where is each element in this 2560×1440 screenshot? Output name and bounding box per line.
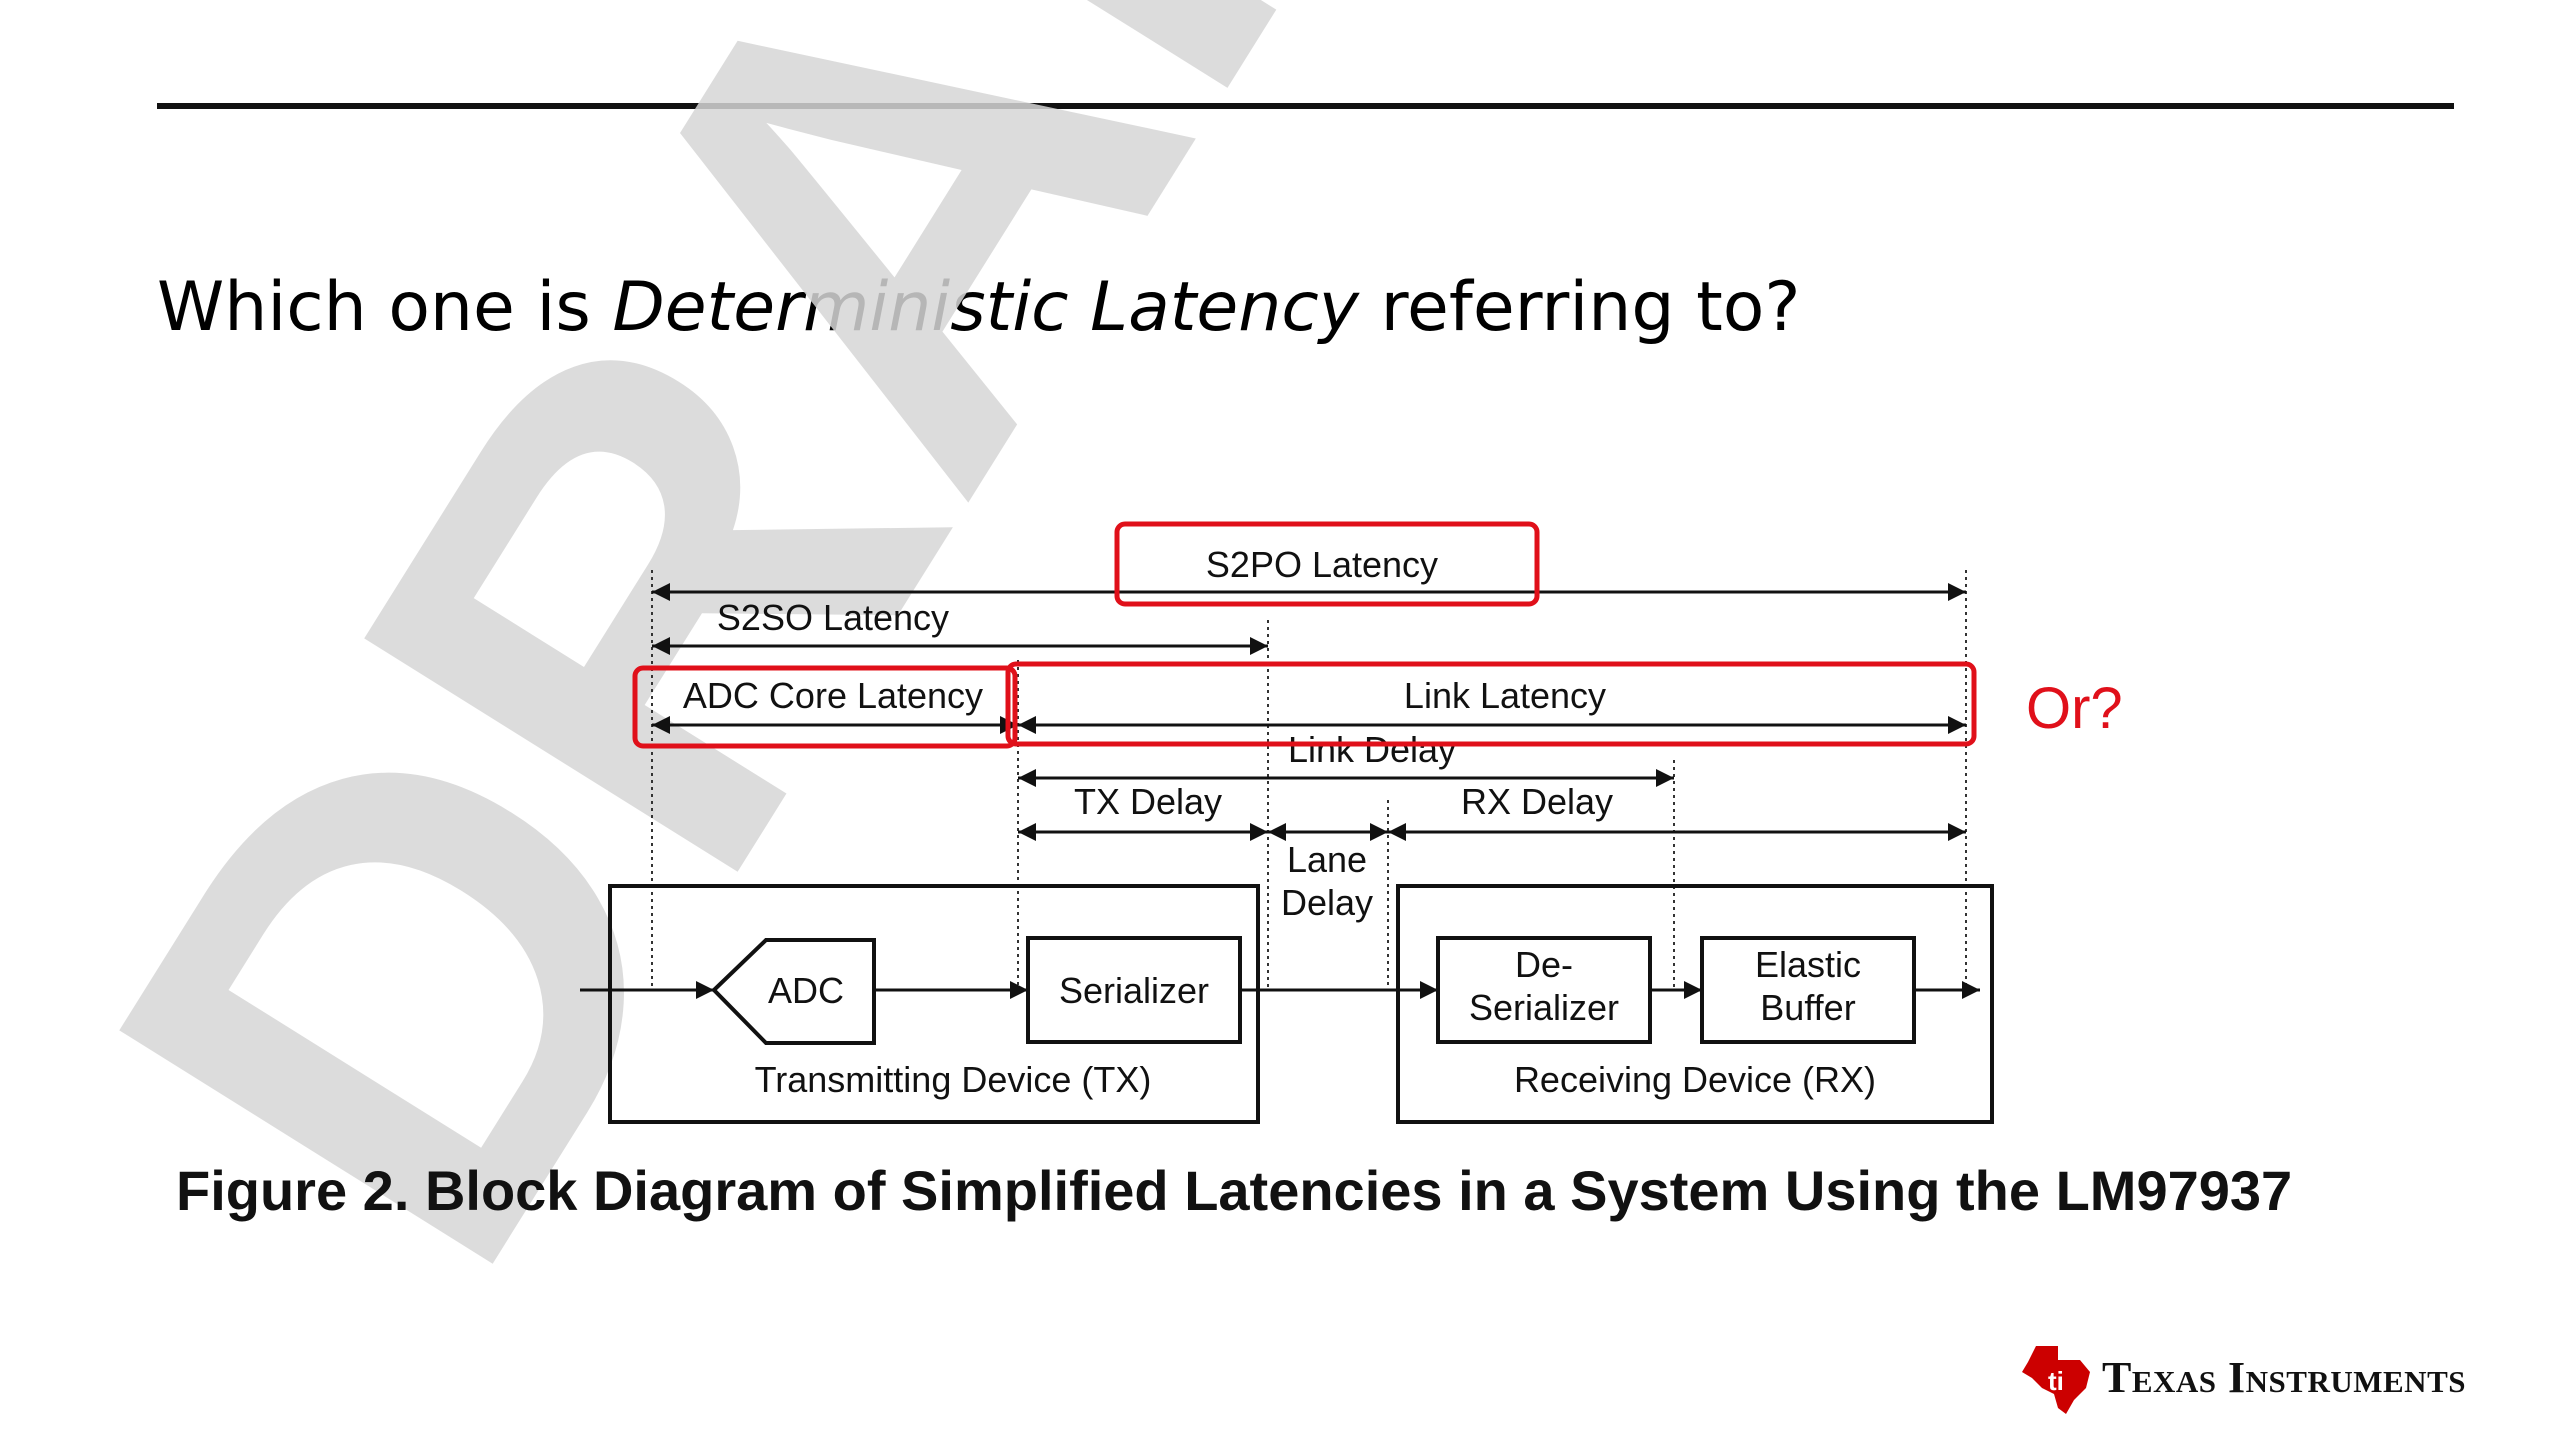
rx-device-label: Receiving Device (RX) [1514, 1059, 1876, 1100]
s2po-highlight-box [1114, 521, 1540, 607]
question-suffix: referring to? [1358, 268, 1801, 347]
or-question-label: Or? [2026, 676, 2123, 741]
s2po-label: S2PO Latency [1206, 544, 1438, 585]
adc-core-label: ADC Core Latency [683, 675, 983, 716]
rx-device-box [1396, 884, 1994, 1124]
slide-question: Which one is Deterministic Latency refer… [157, 268, 1801, 347]
figure-caption: Figure 2. Block Diagram of Simplified La… [176, 1159, 2293, 1222]
elastic-buffer-label-line1: Elastic [1755, 944, 1861, 985]
adc-core-highlight-box [632, 665, 1018, 749]
top-rule [157, 103, 2454, 109]
svg-text:ti: ti [2048, 1366, 2064, 1396]
tx-delay-label: TX Delay [1074, 781, 1222, 822]
ti-logo-text: Texas Instruments [2102, 1353, 2466, 1402]
question-emphasis: Deterministic Latency [612, 268, 1359, 347]
adc-block-label: ADC [768, 970, 844, 1011]
link-latency-label: Link Latency [1404, 675, 1606, 716]
deserializer-label-line2: Serializer [1469, 987, 1619, 1028]
link-delay-label: Link Delay [1288, 729, 1456, 770]
s2so-label: S2SO Latency [717, 597, 949, 638]
lane-delay-label-line2: Delay [1281, 882, 1373, 923]
ti-logo: ti [2022, 1346, 2090, 1414]
tx-device-box [608, 884, 1260, 1124]
deserializer-label-line1: De- [1515, 944, 1573, 985]
rx-delay-label: RX Delay [1461, 781, 1613, 822]
tx-device-label: Transmitting Device (TX) [755, 1059, 1152, 1100]
link-latency-highlight-box [1005, 661, 1977, 747]
lane-delay-label-line1: Lane [1287, 839, 1367, 880]
serializer-block-label: Serializer [1059, 970, 1209, 1011]
elastic-buffer-label-line2: Buffer [1760, 987, 1855, 1028]
question-prefix: Which one is [157, 268, 613, 347]
texas-state-icon [2022, 1346, 2090, 1414]
